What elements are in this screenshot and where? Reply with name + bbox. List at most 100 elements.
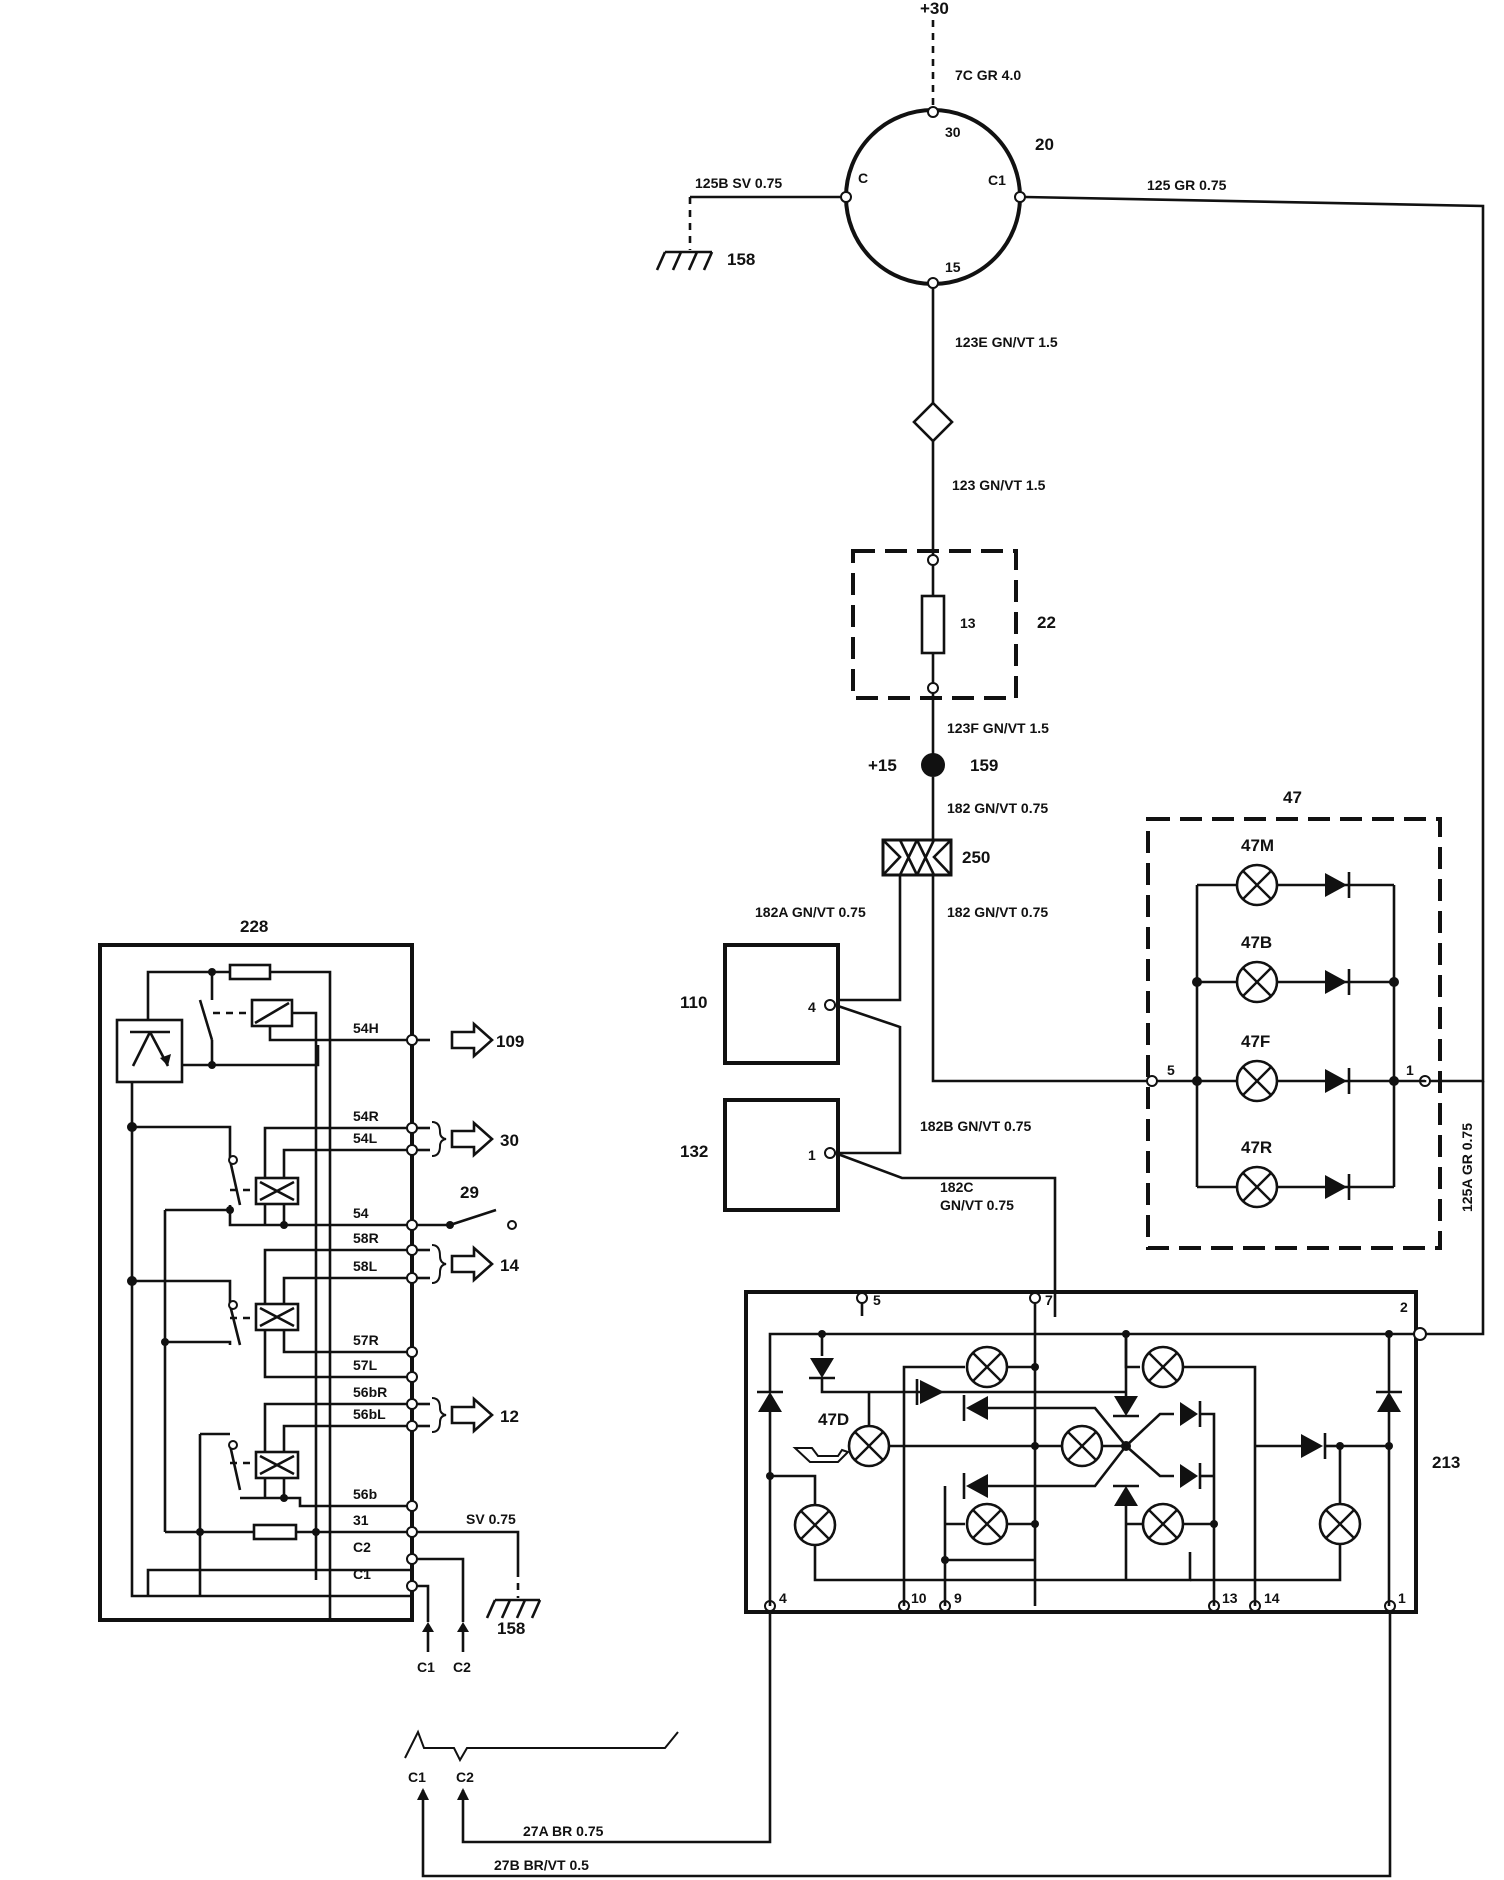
wire-125a: [1420, 1081, 1485, 1336]
ground-158-top: 158: [727, 250, 755, 269]
box-132: [723, 1098, 840, 1212]
wire-sv: [417, 1530, 520, 1570]
ignition-switch-id: 20: [1035, 135, 1054, 154]
arrow-bottom-c2-icon: [457, 1788, 469, 1800]
wire-123e-label: 123E GN/VT 1.5: [955, 334, 1058, 350]
lamp-47r-label: 47R: [1241, 1138, 1272, 1157]
box-110-id: 110: [680, 993, 707, 1012]
lamp-row-47r: [1197, 1165, 1394, 1209]
wire-27a-label: 27A BR 0.75: [523, 1823, 604, 1839]
splice-plus15: +15: [868, 756, 897, 775]
module-pin-5: 5: [873, 1292, 881, 1308]
wire-182a: [838, 875, 902, 1002]
arrow-14-icon: [417, 1244, 494, 1284]
wire-125a-label: 125A GR 0.75: [1459, 1123, 1475, 1212]
module-pin-13: 13: [1222, 1590, 1238, 1606]
ignition-pin-15-label: 15: [945, 259, 961, 275]
plus30-label: +30: [920, 0, 949, 18]
terminal-54l: 54L: [353, 1130, 378, 1146]
ignition-pin-30-label: 30: [945, 124, 961, 140]
wire-27b-label: 27B BR/VT 0.5: [494, 1857, 589, 1873]
module-internals: [757, 1303, 1414, 1606]
terminal-56br: 56bR: [353, 1384, 387, 1400]
lamp-row-47f: [1192, 1059, 1399, 1103]
module-213-id: 213: [1432, 1453, 1460, 1472]
ignition-pin-c: [840, 191, 852, 203]
wire-c1-relay: [417, 1584, 430, 1622]
arrow-30-label: 30: [500, 1131, 519, 1150]
wire-c2-relay: [417, 1557, 465, 1622]
relay-bottom-c2: C2: [453, 1659, 471, 1675]
wire-182b-label: 182B GN/VT 0.75: [920, 1118, 1031, 1134]
wire-7c-label: 7C GR 4.0: [955, 67, 1021, 83]
terminal-58r: 58R: [353, 1230, 379, 1246]
box-132-pin-1: [824, 1147, 836, 1159]
splice-159: [921, 753, 945, 777]
terminal-56b: 56b: [353, 1486, 377, 1502]
terminal-54h: 54H: [353, 1020, 379, 1036]
ignition-pin-c-label: C: [858, 170, 868, 186]
wire-27a: [461, 1611, 772, 1844]
arrow-12-icon: [417, 1396, 494, 1434]
box-110: [723, 943, 840, 1065]
fuse-box-22: [851, 549, 1018, 700]
box-132-pin-label: 1: [808, 1147, 816, 1163]
ignition-pin-c1: [1014, 191, 1026, 203]
module-pin-9: 9: [954, 1590, 962, 1606]
ignition-pin-c1-label: C1: [988, 172, 1006, 188]
connector-250-id: 250: [962, 848, 990, 867]
connector-bottom-c2: C2: [456, 1769, 474, 1785]
ignition-pin-15: [927, 277, 939, 289]
connector-bracket-bottom: [404, 1729, 679, 1763]
wire-125: [1024, 195, 1485, 1083]
wire-125-label: 125 GR 0.75: [1147, 177, 1227, 193]
switch-29-label: 29: [460, 1183, 479, 1202]
box-110-pin-4: [824, 999, 836, 1011]
arrow-14-label: 14: [500, 1256, 519, 1275]
lamp-group-pin-1-label: 1: [1406, 1062, 1414, 1078]
lamp-group-47-id: 47: [1283, 788, 1302, 807]
module-pin-2: 2: [1400, 1299, 1408, 1315]
lamp-47m-label: 47M: [1241, 836, 1274, 855]
fuse-number: 13: [960, 615, 976, 631]
arrow-109-label: 109: [496, 1032, 524, 1051]
fuse-pin-bottom: [927, 682, 939, 694]
terminal-c1: C1: [353, 1566, 371, 1582]
ground-symbol-top: [655, 250, 714, 271]
lamp-47b-label: 47B: [1241, 933, 1272, 952]
module-pin-10: 10: [911, 1590, 927, 1606]
lamp-group-pin-5: [1146, 1075, 1158, 1087]
lamp-row-47m: [1197, 863, 1394, 907]
lamp-group-47: [1146, 817, 1442, 1250]
splice-id: 159: [970, 756, 998, 775]
wire-182-b-label: 182 GN/VT 0.75: [947, 904, 1048, 920]
wire-182c-label-2: GN/VT 0.75: [940, 1197, 1014, 1213]
wire-182c: [834, 1151, 1057, 1317]
terminal-54r: 54R: [353, 1108, 379, 1124]
lamp-group-pin-5-label: 5: [1167, 1062, 1175, 1078]
box-132-id: 132: [680, 1142, 708, 1161]
relay-bottom-c1: C1: [417, 1659, 435, 1675]
wire-sv-label: SV 0.75: [466, 1511, 516, 1527]
ignition-switch: [844, 108, 1022, 286]
fuse-13: [920, 594, 946, 655]
lamp-row-47b: [1192, 960, 1399, 1004]
arrow-bottom-c1-icon: [417, 1788, 429, 1800]
wire-123f-label: 123F GN/VT 1.5: [947, 720, 1049, 736]
connector-diamond: [912, 401, 954, 443]
connector-250: [881, 838, 953, 877]
relay-internals: [115, 963, 410, 1622]
wire-182c-label-1: 182C: [940, 1179, 973, 1195]
terminal-57r: 57R: [353, 1332, 379, 1348]
switch-29: [417, 1208, 517, 1230]
ground-symbol-bottom: [485, 1598, 542, 1619]
arrow-12-label: 12: [500, 1407, 519, 1426]
wire-182b: [834, 1003, 902, 1155]
module-pin-4: 4: [779, 1590, 787, 1606]
module-213: [744, 1290, 1418, 1614]
connector-bottom-c1: C1: [408, 1769, 426, 1785]
ignition-pin-30: [927, 106, 939, 118]
module-pin-14: 14: [1264, 1590, 1280, 1606]
relay-box-id: 228: [240, 917, 268, 936]
wire-182-label: 182 GN/VT 0.75: [947, 800, 1048, 816]
